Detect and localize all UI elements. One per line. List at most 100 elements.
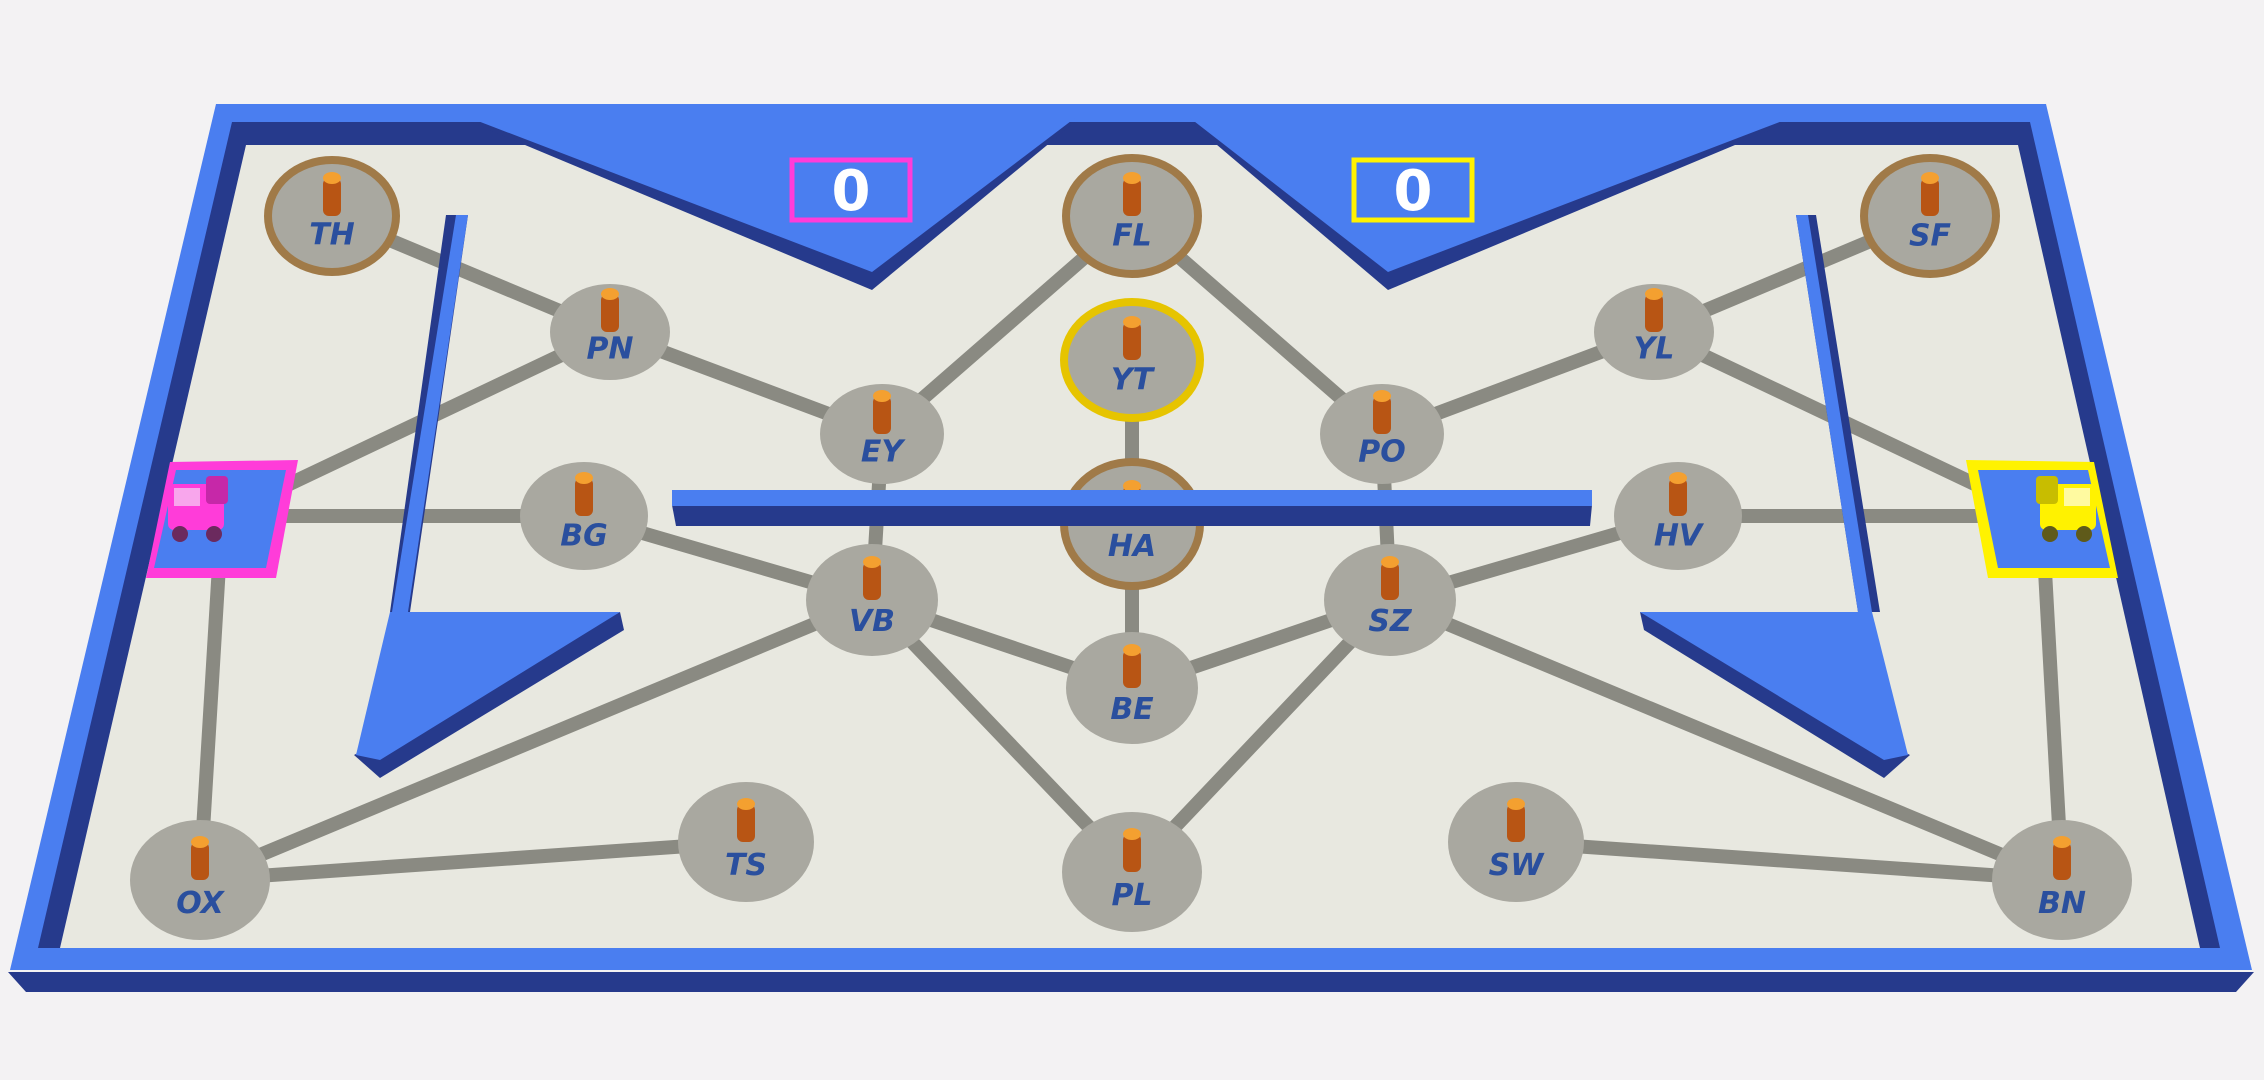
left-wall-vertical bbox=[392, 215, 468, 612]
node-sf[interactable]: SF bbox=[1860, 154, 2000, 278]
node-label-th: TH bbox=[309, 218, 355, 253]
right-wall-vertical bbox=[1796, 215, 1872, 612]
track-ox-ts bbox=[193, 835, 753, 887]
node-pl[interactable]: PL bbox=[1062, 812, 1202, 932]
pink-truck-icon[interactable] bbox=[168, 476, 228, 542]
node-ey[interactable]: EY bbox=[820, 384, 944, 484]
node-label-ts: TS bbox=[725, 848, 767, 883]
peg-top bbox=[1123, 644, 1141, 656]
node-label-vb: VB bbox=[849, 604, 895, 639]
yellow-score-box: 0 bbox=[1351, 157, 1475, 224]
yellow-truck-icon[interactable] bbox=[2036, 476, 2096, 542]
node-ox[interactable]: OX bbox=[130, 820, 270, 940]
peg-top bbox=[1921, 172, 1939, 184]
peg-icon bbox=[1123, 834, 1141, 872]
peg-icon bbox=[1123, 178, 1141, 216]
node-label-pl: PL bbox=[1111, 878, 1152, 913]
left-wall-angle-dark bbox=[354, 612, 624, 778]
peg-top bbox=[1507, 798, 1525, 810]
pink-score-box: 0 bbox=[789, 157, 913, 224]
center-wall bbox=[672, 490, 1592, 506]
peg-top bbox=[323, 172, 341, 184]
node-sw[interactable]: SW bbox=[1448, 782, 1584, 902]
node-fl[interactable]: FL bbox=[1062, 154, 1202, 278]
track-vb-ox bbox=[193, 593, 879, 887]
node-yt[interactable]: YT bbox=[1060, 298, 1204, 422]
peg-top bbox=[191, 836, 209, 848]
right-wall-angle bbox=[1640, 612, 1908, 760]
peg-icon bbox=[601, 294, 619, 332]
node-po[interactable]: PO bbox=[1320, 384, 1444, 484]
node-be[interactable]: BE bbox=[1066, 632, 1198, 744]
node-label-ox: OX bbox=[176, 886, 225, 921]
yellow-score-frame bbox=[1351, 157, 1475, 223]
node-layer: TH FL SF PN YL YT EY PO BG HA HV VB SZ BE OX TS PL SW BN bbox=[130, 154, 2132, 940]
peg-icon bbox=[737, 804, 755, 842]
node-label-sw: SW bbox=[1489, 848, 1546, 883]
peg-top bbox=[863, 556, 881, 568]
peg-icon bbox=[1381, 562, 1399, 600]
peg-top bbox=[1123, 480, 1141, 492]
peg-top bbox=[575, 472, 593, 484]
node-ts[interactable]: TS bbox=[678, 782, 814, 902]
peg-top bbox=[1123, 316, 1141, 328]
node-label-be: BE bbox=[1110, 692, 1154, 727]
node-label-sz: SZ bbox=[1368, 604, 1413, 639]
peg-icon bbox=[1645, 294, 1663, 332]
node-label-sf: SF bbox=[1909, 219, 1952, 254]
pink-score-frame bbox=[789, 157, 913, 223]
node-bg[interactable]: BG bbox=[520, 462, 648, 570]
node-label-hv: HV bbox=[1654, 519, 1705, 554]
track-sz-bn bbox=[1383, 593, 2069, 887]
pink-score: 0 bbox=[832, 159, 871, 224]
node-bn[interactable]: BN bbox=[1992, 820, 2132, 940]
node-th[interactable]: TH bbox=[264, 156, 400, 276]
node-label-yl: YL bbox=[1634, 331, 1675, 366]
left-wall-angle bbox=[356, 612, 620, 760]
node-pn[interactable]: PN bbox=[550, 284, 670, 380]
peg-top bbox=[1381, 556, 1399, 568]
peg-icon bbox=[1123, 322, 1141, 360]
peg-top bbox=[1645, 288, 1663, 300]
track-sw-bn bbox=[1509, 835, 2069, 887]
node-hv[interactable]: HV bbox=[1614, 462, 1742, 570]
peg-icon bbox=[1373, 396, 1391, 434]
node-label-po: PO bbox=[1358, 435, 1406, 470]
yellow-score: 0 bbox=[1394, 159, 1433, 224]
peg-icon bbox=[863, 562, 881, 600]
peg-top bbox=[1123, 828, 1141, 840]
node-label-pn: PN bbox=[586, 331, 633, 366]
center-wall-dark bbox=[672, 505, 1592, 526]
peg-icon bbox=[2053, 842, 2071, 880]
peg-icon bbox=[575, 478, 593, 516]
node-label-ha: HA bbox=[1108, 529, 1156, 564]
peg-icon bbox=[1921, 178, 1939, 216]
peg-icon bbox=[1507, 804, 1525, 842]
node-sz[interactable]: SZ bbox=[1324, 544, 1456, 656]
peg-top bbox=[601, 288, 619, 300]
peg-top bbox=[1669, 472, 1687, 484]
score-triangle-left bbox=[470, 118, 1075, 272]
right-wall-angle-dark bbox=[1640, 612, 1910, 778]
peg-icon bbox=[1123, 650, 1141, 688]
peg-top bbox=[2053, 836, 2071, 848]
peg-top bbox=[737, 798, 755, 810]
node-label-bn: BN bbox=[2038, 886, 2086, 921]
node-label-yt: YT bbox=[1111, 363, 1156, 398]
frame-bottom-lip bbox=[8, 972, 2254, 992]
peg-icon bbox=[1669, 478, 1687, 516]
peg-icon bbox=[323, 178, 341, 216]
peg-top bbox=[873, 390, 891, 402]
peg-top bbox=[1123, 172, 1141, 184]
node-label-bg: BG bbox=[560, 519, 608, 554]
peg-icon bbox=[873, 396, 891, 434]
score-triangle-right bbox=[1190, 118, 1790, 272]
node-label-ey: EY bbox=[861, 435, 906, 470]
peg-icon bbox=[191, 842, 209, 880]
node-yl[interactable]: YL bbox=[1594, 284, 1714, 380]
node-label-fl: FL bbox=[1112, 219, 1152, 254]
peg-top bbox=[1373, 390, 1391, 402]
node-vb[interactable]: VB bbox=[806, 544, 938, 656]
